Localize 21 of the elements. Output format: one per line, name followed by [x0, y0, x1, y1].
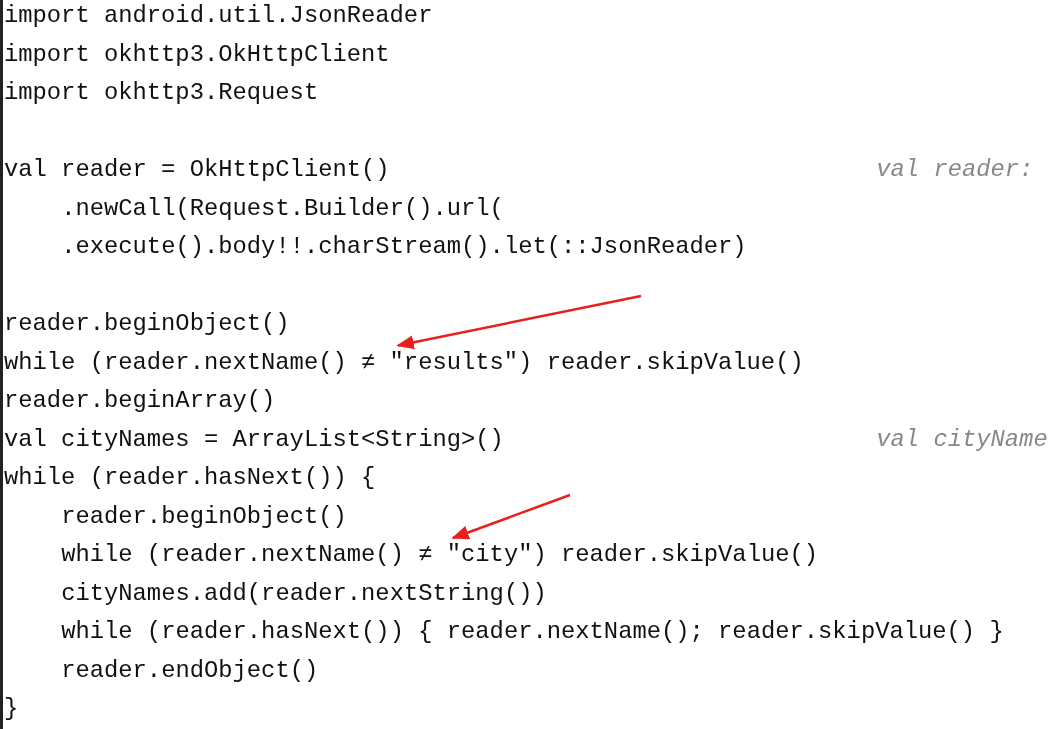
arrow	[451, 493, 571, 540]
code-line: while (reader.hasNext()) {	[4, 463, 376, 493]
code-line: .execute().body!!.charStream().let(::JsonReader)	[61, 232, 747, 262]
code-line: reader.beginObject()	[4, 309, 290, 339]
code-line: import okhttp3.OkHttpClient	[4, 39, 390, 70]
code-line: import okhttp3.Request	[4, 78, 319, 108]
code-line: reader.beginObject()	[61, 501, 347, 532]
type-hint: val reader:	[876, 155, 1034, 185]
code-line: while (reader.hasNext()) { reader.nextName(); reader.skipValue() }	[61, 617, 1004, 647]
code-line: reader.beginArray()	[4, 386, 276, 416]
type-hint: val cityName	[876, 424, 1048, 455]
code-line: import android.util.JsonReader	[4, 1, 433, 31]
code-line: .newCall(Request.Builder().url(	[61, 193, 504, 224]
code-line: cityNames.add(reader.nextString())	[61, 578, 547, 609]
code-line: reader.endObject()	[61, 655, 319, 686]
code-line: while (reader.nextName() ≠ "city") reader.skipValue()	[61, 536, 819, 574]
code-line: }	[4, 694, 19, 724]
code-line: val reader = OkHttpClient()	[4, 155, 390, 185]
arrow	[396, 294, 642, 350]
code-line: val cityNames = ArrayList<String>()	[4, 424, 504, 455]
code-line: while (reader.nextName() ≠ "results") reader.skipValue()	[4, 343, 804, 382]
